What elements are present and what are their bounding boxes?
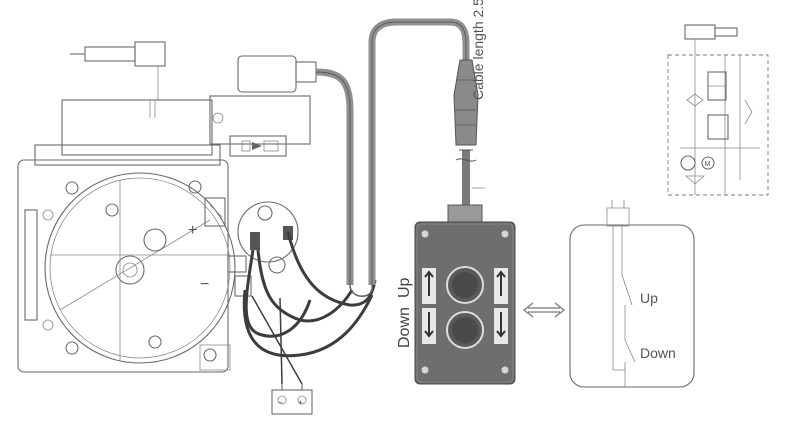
plus-label: + — [188, 222, 197, 239]
svg-text:M: M — [705, 161, 711, 168]
pendant-switch-schematic — [569, 200, 695, 388]
solenoid-valve-icon — [209, 55, 317, 157]
reservoir-tank — [61, 99, 213, 156]
hydraulic-cylinder-icon — [70, 41, 166, 100]
battery-icon — [271, 384, 313, 415]
pendant-control-icon — [414, 204, 516, 385]
cable — [315, 18, 477, 297]
cable-grommet — [453, 59, 479, 146]
pendant-up-label: Up — [396, 277, 413, 298]
relay-icon — [204, 197, 299, 297]
pendant-down-label: Down — [396, 307, 413, 348]
wires — [242, 231, 377, 385]
motor-icon — [17, 144, 236, 373]
hydraulic-schematic-icon: M — [667, 24, 769, 196]
cable-length-label: Cable length 2.5 m — [470, 0, 486, 100]
battery-minus-label: − — [278, 398, 283, 407]
double-arrow-icon — [523, 302, 565, 318]
minus-label: − — [200, 276, 209, 293]
switch-down-label: Down — [640, 345, 676, 361]
battery-plus-label: + — [298, 398, 303, 407]
switch-up-label: Up — [640, 290, 658, 306]
